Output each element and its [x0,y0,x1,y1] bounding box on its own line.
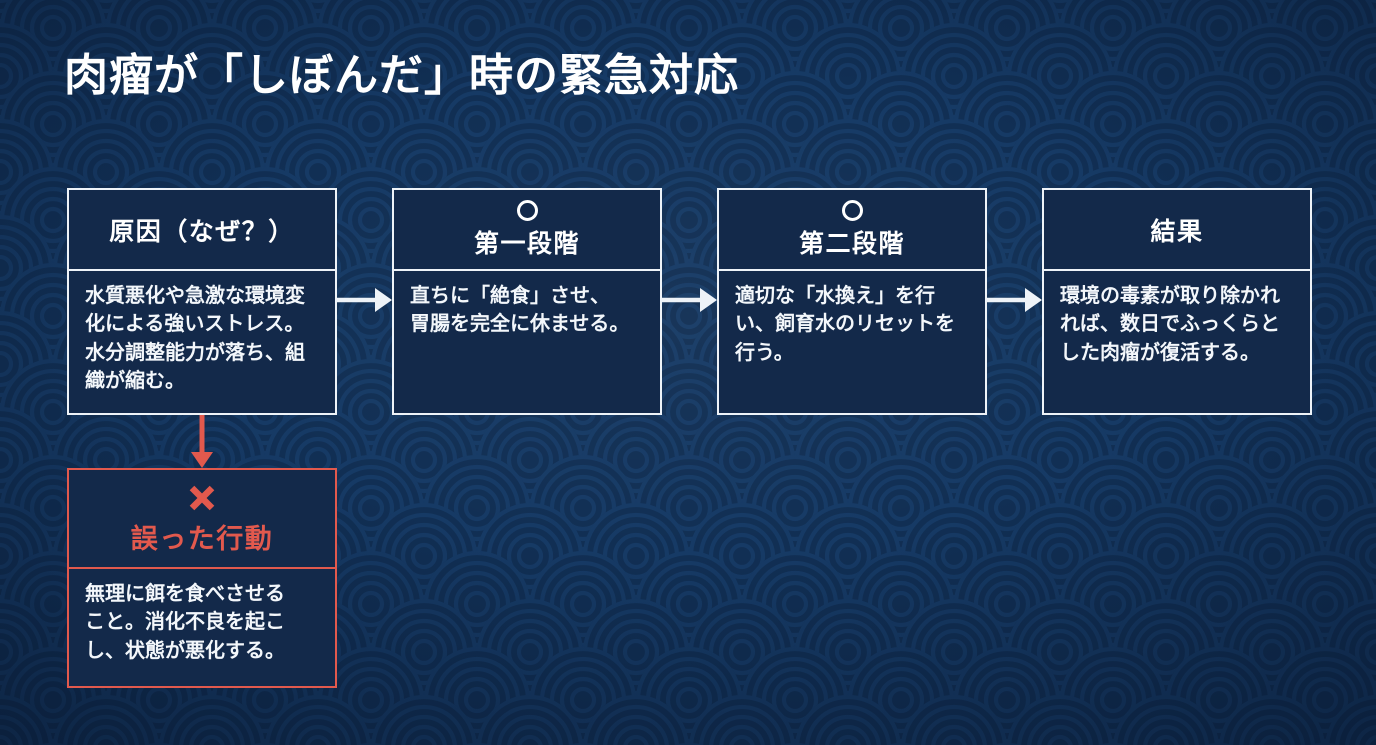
flow-box-stage2-header: 第二段階 [719,190,985,271]
flow-box-cause-body: 水質悪化や急激な環境変 化による強いストレス。 水分調整能力が落ち、組 織が縮む… [85,285,305,393]
flow-box-stage1-body: 直ちに「絶食」させ、 胃腸を完全に休ませる。 [410,285,630,336]
warning-box-title: 誤った行動 [130,524,274,554]
warning-box-wrong-action: 誤った行動 無理に餌を食べさせる こと。消化不良を起こ し、状態が悪化する。 [67,468,337,688]
flow-box-result-title: 結果 [1150,218,1204,246]
flow-box-cause: 原因（なぜ？） 水質悪化や急激な環境変 化による強いストレス。 水分調整能力が落… [67,188,337,415]
warning-box-body: 無理に餌を食べさせる こと。消化不良を起こ し、状態が悪化する。 [85,583,285,662]
page-title: 肉瘤が「しぼんだ」時の緊急対応 [64,51,739,100]
arrow-right-icon [987,288,1042,312]
arrow-right-icon [662,288,717,312]
arrow-right-icon [337,288,392,312]
flow-box-stage2-title: 第二段階 [798,230,905,258]
flow-box-result-header: 結果 [1044,190,1310,271]
warning-box-header: 誤った行動 [69,470,335,569]
flow-box-cause-title: 原因（なぜ？） [109,218,295,246]
flow-box-stage2: 第二段階 適切な「水換え」を行 い、飼育水のリセットを 行う。 [717,188,987,415]
circle-ok-icon [516,199,538,221]
flow-box-cause-header: 原因（なぜ？） [69,190,335,271]
circle-ok-icon [841,199,863,221]
flow-box-stage1-title: 第一段階 [473,230,580,258]
flow-box-result: 結果 環境の毒素が取り除かれ れば、数日でふっくらと した肉瘤が復活する。 [1042,188,1312,415]
flow-box-stage2-body: 適切な「水換え」を行 い、飼育水のリセットを 行う。 [735,285,955,364]
x-cross-icon [189,485,215,511]
arrow-down-warning-icon [191,415,213,468]
flow-box-result-body: 環境の毒素が取り除かれ れば、数日でふっくらと した肉瘤が復活する。 [1060,285,1280,364]
flow-box-stage1: 第一段階 直ちに「絶食」させ、 胃腸を完全に休ませる。 [392,188,662,415]
flow-box-stage1-header: 第一段階 [394,190,660,271]
